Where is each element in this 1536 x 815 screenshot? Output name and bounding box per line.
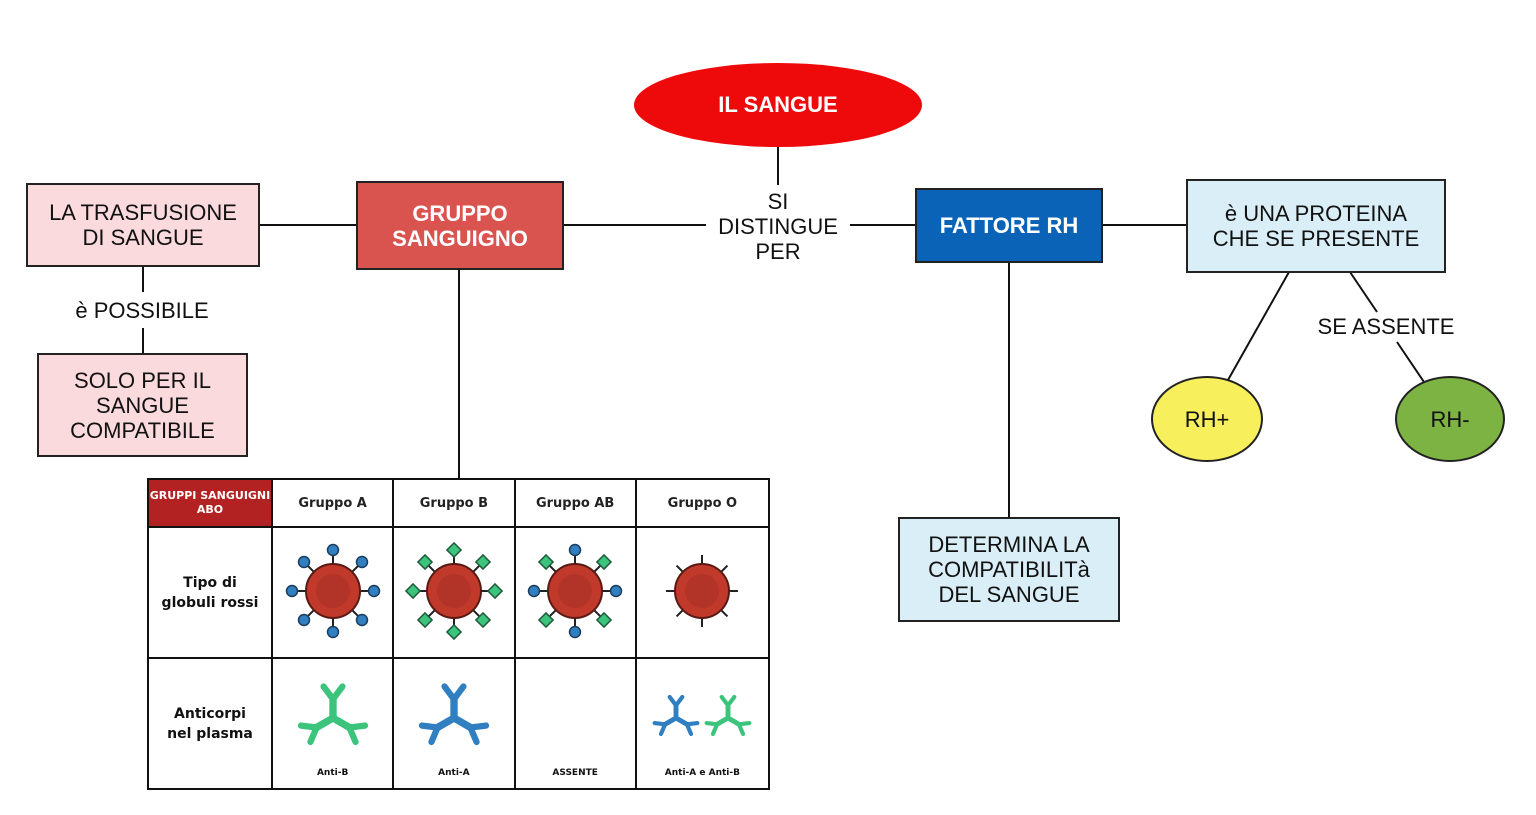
node-sangue-compatibile: SOLO PER IL SANGUE COMPATIBILE: [37, 353, 248, 457]
node-determina-compatibilita: DETERMINA LA COMPATIBILITà DEL SANGUE: [898, 517, 1120, 622]
node-fattore-rh: FATTORE RH: [915, 188, 1103, 263]
column-header-gruppo-b: Gruppo B: [392, 477, 516, 529]
antibody-label-b: Anti-A: [438, 768, 470, 778]
red-cell-b-icon: [404, 541, 504, 640]
antibody-label-a: Anti-B: [316, 768, 349, 778]
table-corner-header: GRUPPI SANGUIGNI ABO: [147, 477, 273, 529]
red-cell-a-icon: [285, 543, 380, 638]
antibody-cell-group-b: Anti-A: [392, 657, 516, 790]
column-header-gruppo-a: Gruppo A: [270, 477, 395, 529]
node-proteina: è UNA PROTEINA CHE SE PRESENTE: [1186, 179, 1446, 273]
row-header-anticorpi: Anticorpi nel plasma: [147, 657, 273, 790]
antibody-anti-a-and-b-icon: [652, 694, 752, 736]
node-trasfusione: LA TRASFUSIONE DI SANGUE: [26, 183, 260, 267]
row-header-globuli-rossi: Tipo di globuli rossi: [147, 526, 273, 660]
node-rh-negative: RH-: [1395, 376, 1505, 462]
red-cell-o-icon: [666, 554, 739, 627]
red-cell-group-b: [392, 526, 516, 660]
red-cell-group-a: [270, 526, 395, 660]
red-cell-ab-icon: [527, 543, 623, 638]
red-cell-group-ab: [513, 526, 637, 660]
node-rh-positive: RH+: [1151, 376, 1263, 462]
red-cell-group-o: [634, 526, 771, 660]
antibody-anti-a-icon: [418, 682, 490, 745]
antibody-cell-group-o: Anti-A e Anti-B: [634, 657, 771, 790]
column-header-gruppo-ab: Gruppo AB: [513, 477, 637, 529]
antibody-label-o: Anti-A e Anti-B: [664, 768, 740, 778]
antibody-cell-group-ab: ASSENTE: [513, 657, 637, 790]
antibody-anti-b-icon: [297, 682, 368, 745]
node-gruppo-sanguigno: GRUPPO SANGUIGNO: [356, 181, 564, 270]
connector-label-si-distingue-per: SI DISTINGUE PER: [706, 189, 850, 264]
connector-label-possibile: è POSSIBILE: [62, 298, 222, 323]
connector-label-se-assente: SE ASSENTE: [1306, 314, 1466, 339]
antibody-cell-group-a: Anti-B: [270, 657, 395, 790]
column-header-gruppo-o: Gruppo O: [634, 477, 771, 529]
antibody-label-ab: ASSENTE: [552, 768, 598, 778]
abo-blood-group-table: GRUPPI SANGUIGNI ABO Gruppo A Gruppo B G…: [147, 477, 771, 790]
title-node-il-sangue: IL SANGUE: [634, 63, 922, 147]
